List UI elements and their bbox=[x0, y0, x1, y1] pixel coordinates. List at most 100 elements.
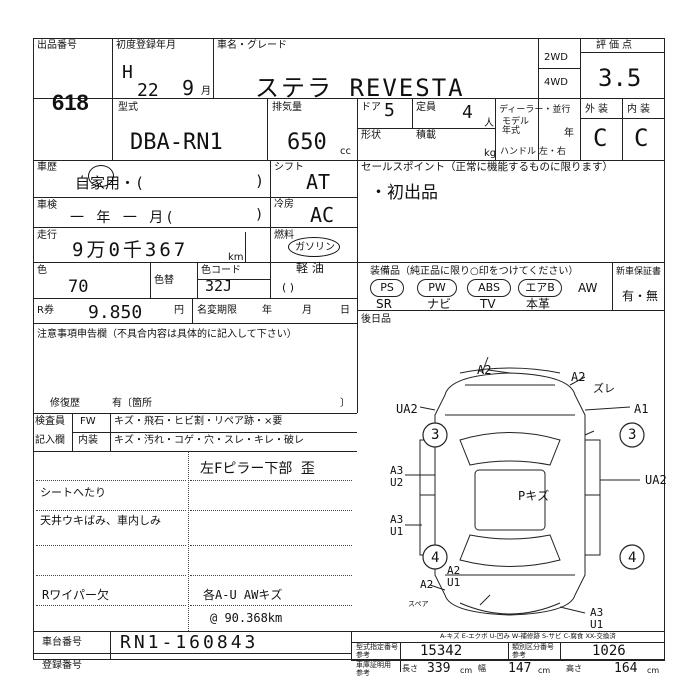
inspector-row1: キズ・飛石・ヒビ割・リペア跡・×要 bbox=[114, 416, 283, 427]
mark-four-left: 4 bbox=[431, 550, 440, 566]
mark-center: Pキズ bbox=[518, 489, 550, 503]
fuel-label: 燃料 bbox=[274, 230, 294, 241]
equip-aw: AW bbox=[578, 281, 598, 295]
score-label: 評価点 bbox=[596, 40, 635, 51]
repair-close: 〕 bbox=[340, 398, 350, 409]
handle-label: ハンドル 左・右 bbox=[500, 147, 566, 157]
person-unit: 人 bbox=[484, 118, 494, 129]
year-unit: 年 bbox=[564, 128, 574, 139]
mark-top-a2-right: A2 bbox=[571, 370, 586, 384]
equip-tv: TV bbox=[480, 297, 496, 311]
color-value: 70 bbox=[68, 277, 89, 297]
era: H bbox=[122, 62, 133, 83]
cc-unit: cc bbox=[340, 146, 351, 157]
model-year-label: モデル年式 bbox=[502, 117, 530, 136]
history-close: ) bbox=[255, 172, 265, 190]
comment-seat: シートへたり bbox=[40, 486, 106, 499]
inspector-label-1: 検査員 bbox=[35, 416, 65, 427]
color-code: 32J bbox=[205, 277, 233, 295]
aircon-value: AC bbox=[310, 203, 335, 227]
equip-sr: SR bbox=[376, 297, 392, 311]
mark-a3u1-bottom: A3 U1 bbox=[590, 606, 604, 631]
exterior-label: 外装 bbox=[585, 104, 611, 115]
comment-parts: 各A-U AWキズ bbox=[203, 588, 283, 602]
first-reg-label: 初度登録年月 bbox=[116, 40, 176, 51]
mark-a2u1: A2 U1 bbox=[447, 564, 461, 589]
notes-label: 注意事項申告欄（不具合内容は具体的に記入して下さい） bbox=[37, 329, 297, 340]
mark-three-right: 3 bbox=[628, 427, 637, 443]
lot-label: 出品番号 bbox=[37, 40, 77, 51]
inspector-row2: キズ・汚れ・コゲ・穴・スレ・キレ・破レ bbox=[114, 435, 304, 446]
shift-value: AT bbox=[306, 170, 331, 194]
equip-abs: ABS bbox=[467, 279, 511, 297]
length-cm: cm bbox=[460, 666, 473, 675]
displacement-label: 排気量 bbox=[272, 102, 302, 113]
warranty-label: 新車保証書 bbox=[616, 267, 662, 277]
mark-three-left: 3 bbox=[431, 427, 440, 443]
shape-label: 形状 bbox=[361, 130, 381, 141]
equip-pw: PW bbox=[417, 279, 457, 297]
drive-2wd: 2WD bbox=[544, 52, 568, 63]
repair-label: 修復歴 bbox=[50, 398, 80, 409]
aircon-label: 冷房 bbox=[274, 199, 294, 210]
chassis-label: 車台番号 bbox=[42, 637, 82, 648]
rename-month: 月 bbox=[302, 305, 312, 316]
equipment-label: 装備品（純正品に限り○印をつけてください） bbox=[370, 266, 579, 277]
capacity-label: 定員 bbox=[416, 102, 436, 113]
load-label: 積載 bbox=[416, 130, 436, 141]
sales-value: ・初出品 bbox=[370, 183, 438, 203]
mileage-label: 走行 bbox=[37, 230, 57, 241]
equip-leather: 本革 bbox=[526, 297, 551, 311]
length-label: 長さ bbox=[402, 664, 418, 673]
width-value: 147 bbox=[508, 661, 532, 676]
mark-a3u1-left: A3 U1 bbox=[390, 513, 404, 538]
fuel-circle-mark bbox=[288, 237, 340, 257]
score: 3.5 bbox=[598, 64, 642, 92]
interior-grade: C bbox=[634, 124, 649, 152]
mark-ua2-left: UA2 bbox=[396, 402, 418, 416]
comment-wiper: Rワイパー欠 bbox=[42, 588, 109, 602]
lot-number: 618 bbox=[52, 90, 89, 115]
capacity: 4 bbox=[462, 102, 473, 123]
equip-airbag: エアB bbox=[518, 279, 562, 297]
color-change-label: 色替 bbox=[154, 275, 174, 286]
inspection-value: 一 年 一 月( bbox=[70, 210, 176, 226]
mark-four-right: 4 bbox=[628, 550, 637, 566]
height-cm: cm bbox=[647, 666, 660, 675]
rename-year: 年 bbox=[262, 305, 272, 316]
history-circle-mark bbox=[88, 165, 114, 187]
rename-label: 名変期限 bbox=[197, 305, 237, 316]
warranty-value: 有・無 bbox=[622, 289, 659, 303]
inspection-close: ) bbox=[255, 207, 264, 223]
inspection-label: 車検 bbox=[37, 200, 57, 211]
kg-unit: kg bbox=[484, 148, 497, 159]
comment-pillar: 左Fピラー下部 歪 bbox=[200, 461, 315, 477]
sheet-frame bbox=[33, 38, 665, 660]
reg-label: 登録番号 bbox=[42, 660, 82, 671]
fuel-paren: ( ) bbox=[282, 281, 295, 294]
inspector-label-2: 記入欄 bbox=[35, 435, 65, 446]
chassis-value: RN1-160843 bbox=[120, 632, 259, 653]
doors-label: ドア bbox=[361, 102, 381, 113]
category-label: 類別区分番号 参考 bbox=[512, 643, 554, 659]
km-unit: km bbox=[228, 252, 244, 263]
comment-odo: @ 90.368km bbox=[210, 611, 283, 625]
mark-a1-right: A1 bbox=[634, 402, 649, 416]
width-cm: cm bbox=[538, 666, 551, 675]
sales-label: セールスポイント（正常に機能するものに限ります） bbox=[361, 161, 613, 173]
month: 9 bbox=[182, 76, 195, 100]
type-spec-label: 型式指定番号 参考 bbox=[356, 643, 398, 659]
model-code-label: 型式 bbox=[118, 102, 138, 113]
mark-top-a2: A2 bbox=[477, 363, 492, 377]
equip-ps: PS bbox=[370, 279, 404, 297]
model-name-label: 車名・グレード bbox=[217, 40, 287, 51]
length-value: 339 bbox=[427, 661, 451, 676]
category-value: 1026 bbox=[592, 643, 626, 659]
width-label: 幅 bbox=[478, 664, 486, 673]
exterior-grade: C bbox=[593, 124, 608, 152]
mark-a3u2: A3 U2 bbox=[390, 464, 404, 489]
post-install-label: 後日品 bbox=[361, 314, 391, 325]
inspector-row2-prefix: 内装 bbox=[78, 435, 98, 446]
year: 22 bbox=[137, 80, 159, 101]
equip-navi: ナビ bbox=[427, 297, 452, 311]
